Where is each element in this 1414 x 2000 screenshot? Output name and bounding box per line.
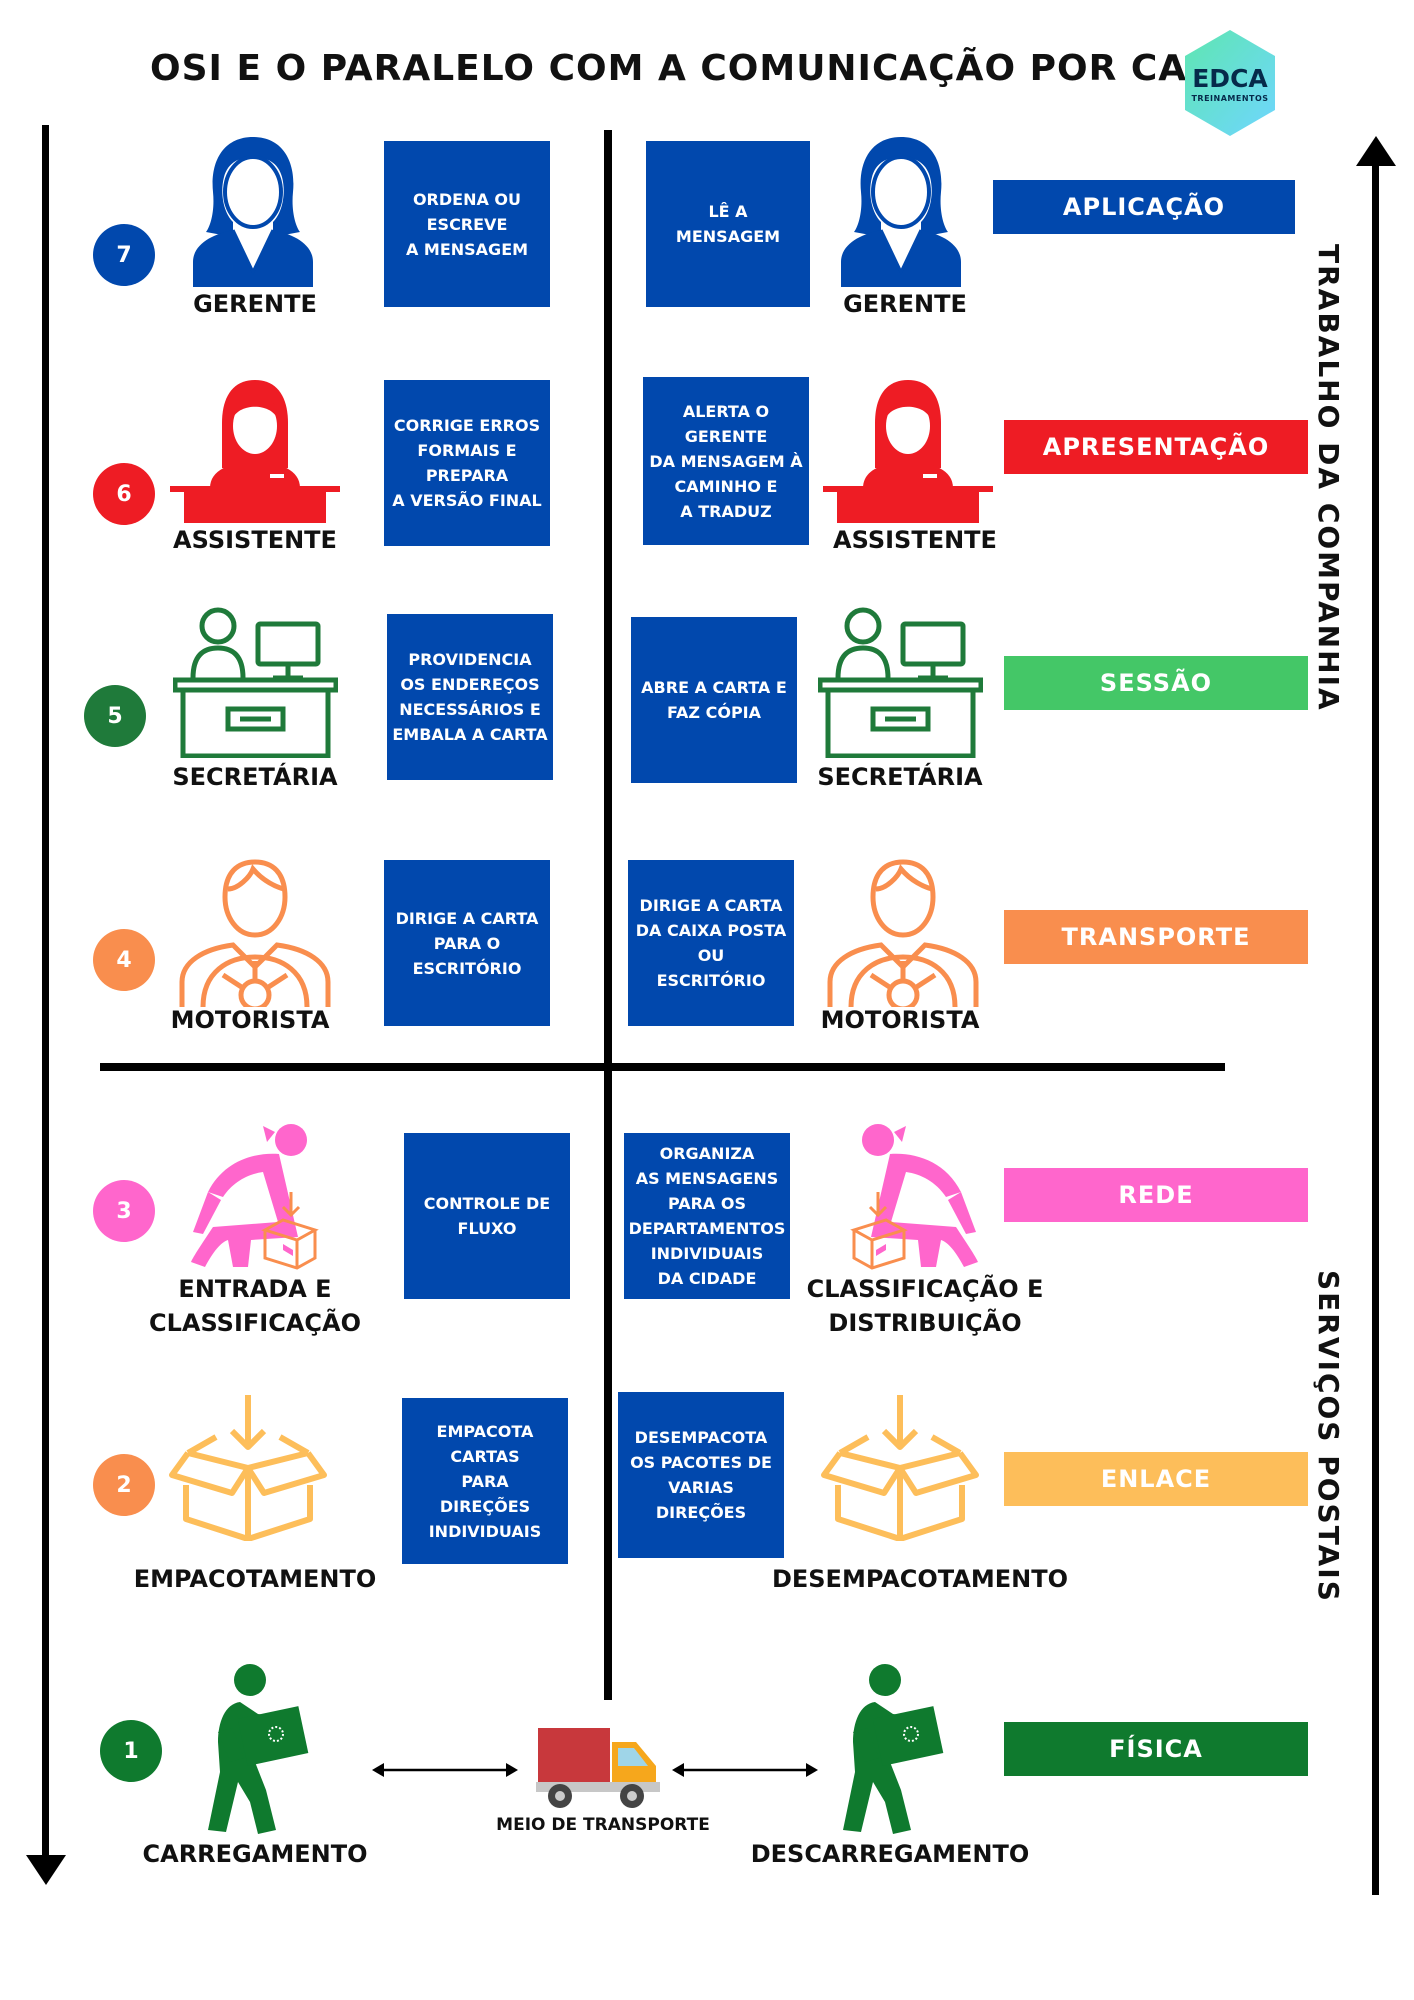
up-arrow-icon xyxy=(1356,136,1396,166)
down-arrow-icon xyxy=(26,1855,66,1885)
desc-right-2: DESEMPACOTA OS PACOTES DE VARIAS DIREÇÕE… xyxy=(618,1392,784,1558)
role-right-3: CLASSIFICAÇÃO E DISTRIBUIÇÃO xyxy=(806,1275,1044,1337)
role-left-1: CARREGAMENTO xyxy=(142,1840,368,1868)
role-left-4: MOTORISTA xyxy=(170,1006,330,1034)
layer-name-2: ENLACE xyxy=(1004,1452,1308,1506)
sorting-icon xyxy=(850,1124,978,1270)
desc-left-4: DIRIGE A CARTA PARA O ESCRITÓRIO xyxy=(384,860,550,1026)
layer-number-2: 2 xyxy=(93,1454,155,1516)
layer-number-6: 6 xyxy=(93,463,155,525)
secretary-icon xyxy=(173,607,338,758)
role-left-7: GERENTE xyxy=(193,290,317,318)
layer-number-3: 3 xyxy=(93,1180,155,1242)
layer-number-7: 7 xyxy=(93,224,155,286)
center-vertical-line xyxy=(604,130,612,1700)
right-double-arrow-icon xyxy=(672,1763,818,1777)
carrier-icon xyxy=(843,1664,944,1834)
role-right-7: GERENTE xyxy=(843,290,967,318)
layer-name-4: TRANSPORTE xyxy=(1004,910,1308,964)
page-title: OSI E O PARALELO COM A COMUNICAÇÃO POR C… xyxy=(150,48,1266,89)
role-right-2: DESEMPACOTAMENTO xyxy=(771,1565,1069,1593)
desc-right-4: DIRIGE A CARTA DA CAIXA POSTA OU ESCRITÓ… xyxy=(628,860,794,1026)
desc-right-7: LÊ A MENSAGEM xyxy=(646,141,810,307)
layer-name-5: SESSÃO xyxy=(1004,656,1308,710)
transport-label: MEIO DE TRANSPORTE xyxy=(496,1815,710,1835)
desc-right-6: ALERTA O GERENTE DA MENSAGEM À CAMINHO E… xyxy=(643,377,809,545)
logo-sub: TREINAMENTOS xyxy=(1191,94,1269,103)
desc-right-5: ABRE A CARTA E FAZ CÓPIA xyxy=(631,617,797,783)
layer-name-1: FÍSICA xyxy=(1004,1722,1308,1776)
side-label-top: TRABALHO DA COMPANHIA xyxy=(1312,244,1345,712)
sorting-icon xyxy=(191,1124,319,1270)
role-right-4: MOTORISTA xyxy=(820,1006,980,1034)
center-horizontal-line xyxy=(100,1063,1225,1071)
carrier-icon xyxy=(208,1664,309,1834)
role-left-3: ENTRADA E CLASSIFICAÇÃO xyxy=(148,1275,361,1337)
layer-number-4: 4 xyxy=(93,929,155,991)
role-right-1: DESCARREGAMENTO xyxy=(750,1840,1030,1868)
desc-left-2: EMPACOTA CARTAS PARA DIREÇÕES INDIVIDUAI… xyxy=(402,1398,568,1564)
truck-icon xyxy=(536,1728,660,1808)
layer-name-3: REDE xyxy=(1004,1168,1308,1222)
layer-name-7: APLICAÇÃO xyxy=(993,180,1295,234)
assistant-icon xyxy=(823,380,993,523)
manager-icon xyxy=(193,137,313,287)
edca-logo: EDCA TREINAMENTOS xyxy=(1180,28,1280,138)
left-axis-line xyxy=(42,125,49,1865)
right-axis-line xyxy=(1372,160,1379,1895)
role-left-5: SECRETÁRIA xyxy=(172,763,338,791)
layer-number-5: 5 xyxy=(84,685,146,747)
desc-right-3: ORGANIZA AS MENSAGENS PARA OS DEPARTAMEN… xyxy=(624,1133,790,1299)
driver-icon xyxy=(827,859,979,1007)
box-icon xyxy=(821,1395,979,1541)
driver-icon xyxy=(179,859,331,1007)
side-label-bottom: SERVIÇOS POSTAIS xyxy=(1312,1270,1345,1603)
desc-left-5: PROVIDENCIA OS ENDEREÇOS NECESSÁRIOS E E… xyxy=(387,614,553,780)
role-left-2: EMPACOTAMENTO xyxy=(133,1565,377,1593)
desc-left-6: CORRIGE ERROS FORMAIS E PREPARA A VERSÃO… xyxy=(384,380,550,546)
role-left-6: ASSISTENTE xyxy=(173,526,337,554)
assistant-icon xyxy=(170,380,340,523)
left-double-arrow-icon xyxy=(372,1763,518,1777)
layer-name-6: APRESENTAÇÃO xyxy=(1004,420,1308,474)
role-right-5: SECRETÁRIA xyxy=(817,763,983,791)
manager-icon xyxy=(841,137,961,287)
secretary-icon xyxy=(818,607,983,758)
layer-number-1: 1 xyxy=(100,1720,162,1782)
desc-left-7: ORDENA OU ESCREVE A MENSAGEM xyxy=(384,141,550,307)
desc-left-3: CONTROLE DE FLUXO xyxy=(404,1133,570,1299)
logo-name: EDCA xyxy=(1192,64,1268,93)
box-icon xyxy=(169,1395,327,1541)
role-right-6: ASSISTENTE xyxy=(833,526,997,554)
